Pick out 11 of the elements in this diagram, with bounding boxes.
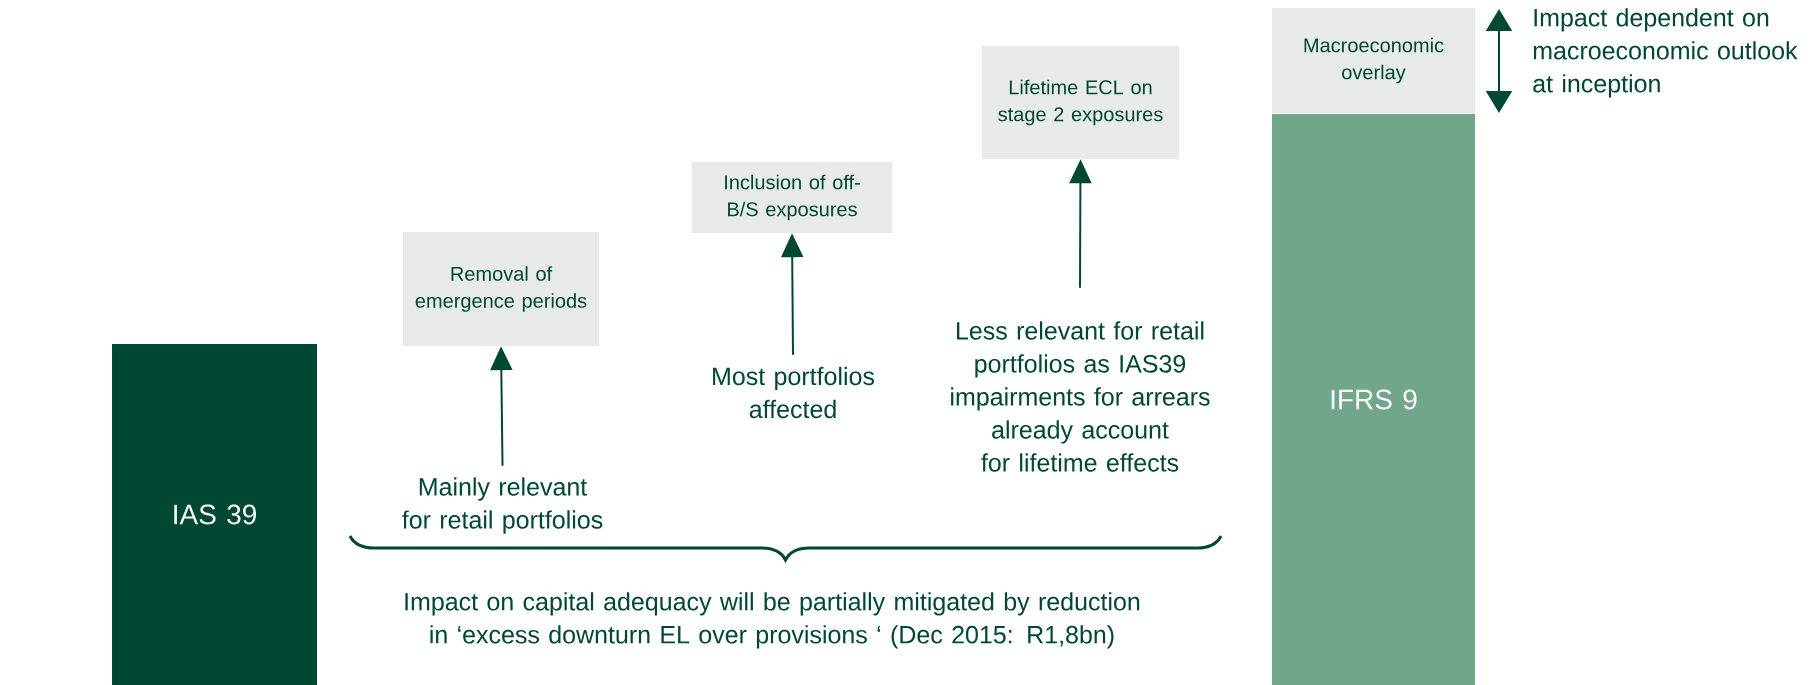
text-box: Lifetime ECL on stage 2 exposures (982, 46, 1179, 159)
annotation-text: Impact dependent on macroeconomic outlook at inception (1533, 8, 1798, 98)
text-box: Removal of emergence periods (403, 232, 599, 346)
note-text: Less relevant for retail portfolios as IAS39 impairments for arrears already account for lifetime effects (951, 321, 1210, 472)
bar: IFRS 9 (1272, 114, 1475, 685)
note-text: Mainly relevant for retail portfolios (402, 477, 603, 534)
note-text: Most portfolios affected (713, 366, 875, 419)
text-box: Inclusion of off-B/S exposures (692, 162, 892, 233)
text-box: Macroeconomic overlay (1272, 8, 1475, 113)
bar: IAS 39 (112, 344, 317, 685)
caption-text: Impact on capital adequacy will be partially mitigated by reduction in ‘excess downturn EL over provisions ‘ (Dec 2015: R1,8bn) (405, 592, 1140, 649)
